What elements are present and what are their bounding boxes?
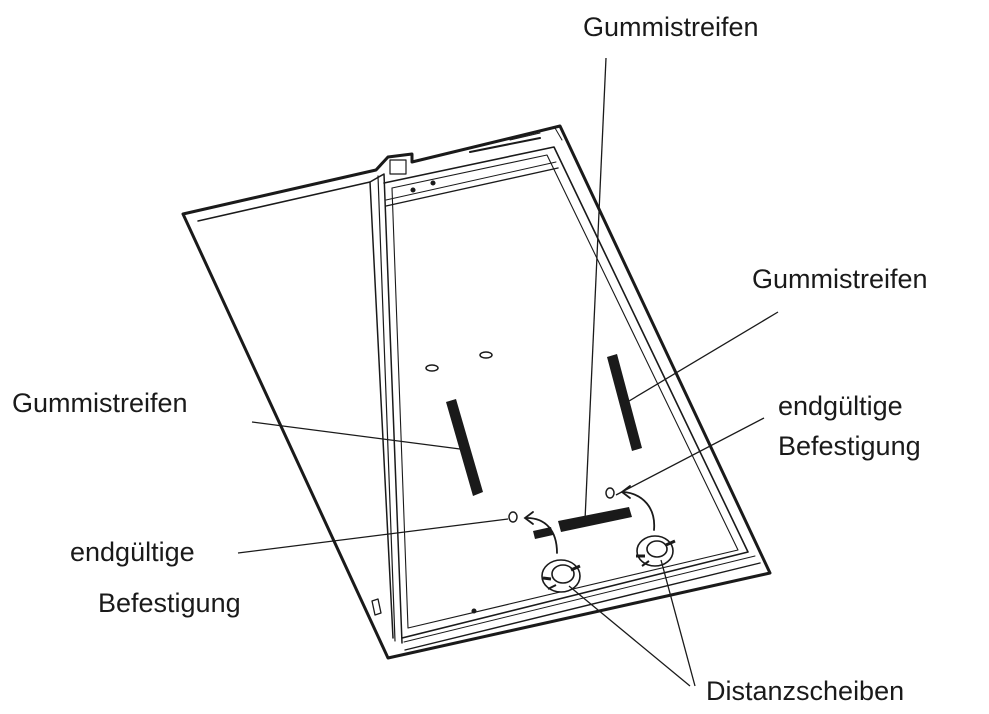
rubber-strip-right <box>607 354 642 451</box>
leader-left-strip <box>251 421 461 450</box>
label-final-fastening-left-2: Befestigung <box>98 588 241 618</box>
mounting-slots <box>371 180 493 616</box>
label-rubber-strip-right: Gummistreifen <box>752 264 928 294</box>
spacer-disc-right <box>636 535 676 567</box>
label-final-fastening-left-1: endgültige <box>70 537 195 567</box>
outer-panel <box>181 124 772 660</box>
leader-top-strip <box>584 57 607 521</box>
label-final-fastening-right-2: Befestigung <box>778 431 921 461</box>
leader-spacer-right <box>660 559 696 687</box>
leader-right-fix <box>615 417 765 496</box>
spacer-disc-left <box>541 559 581 593</box>
bottom-rail <box>403 555 761 651</box>
leader-spacer-left <box>568 585 691 687</box>
rubber-strip-small <box>533 527 553 539</box>
rubber-strip-bottom <box>558 507 632 532</box>
fastening-hole-right <box>605 487 615 499</box>
label-final-fastening-right-1: endgültige <box>778 391 903 421</box>
leader-right-strip <box>623 311 779 405</box>
fastening-hole-left <box>508 511 518 523</box>
label-rubber-strip-left: Gummistreifen <box>12 388 188 418</box>
rubber-strip-left <box>446 399 483 496</box>
label-spacers: Distanzscheiben <box>706 676 905 706</box>
arrow-right <box>623 491 655 531</box>
arrow-left-head <box>523 511 534 525</box>
arrow-left <box>526 517 558 554</box>
leader-left-fix <box>237 518 509 554</box>
label-rubber-strip-top: Gummistreifen <box>583 12 759 42</box>
